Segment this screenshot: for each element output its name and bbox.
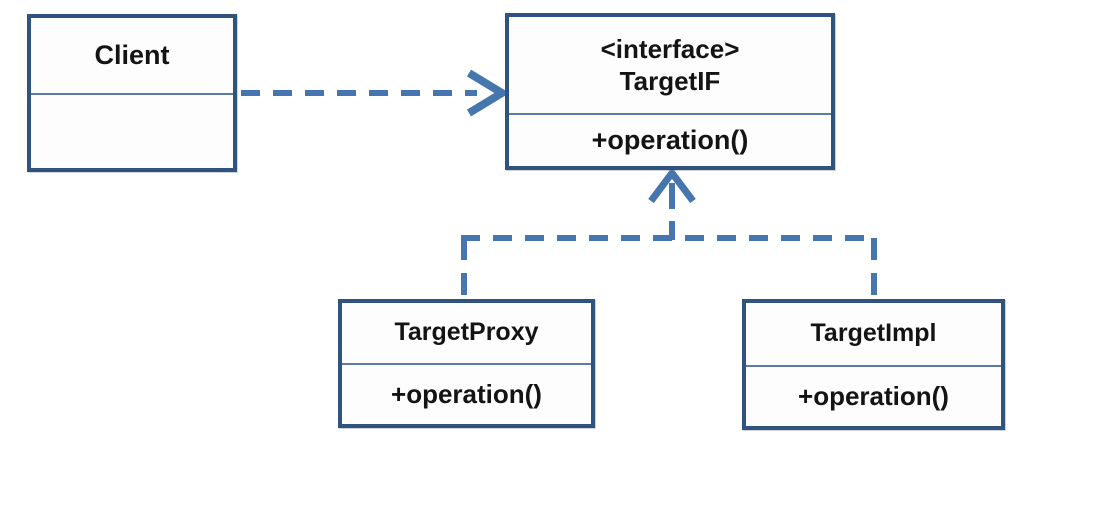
client-class-title: Client xyxy=(31,18,233,95)
dependency-arrowhead-icon xyxy=(466,69,510,117)
class-box-client: Client xyxy=(27,14,237,172)
targetimpl-class-title: TargetImpl xyxy=(746,303,1001,367)
class-box-targetimpl: TargetImpl +operation() xyxy=(742,299,1005,430)
class-box-targetproxy: TargetProxy +operation() xyxy=(338,299,595,428)
targetif-class-title: <interface> TargetIF xyxy=(509,17,831,115)
client-class-body-empty xyxy=(31,95,233,168)
class-box-targetif: <interface> TargetIF +operation() xyxy=(505,13,835,170)
targetif-name-label: TargetIF xyxy=(619,66,721,96)
targetproxy-class-title: TargetProxy xyxy=(342,303,591,365)
realization-arrowhead-icon xyxy=(648,167,696,204)
targetif-stereotype-label: <interface> xyxy=(600,33,740,64)
targetimpl-method-label: +operation() xyxy=(798,381,949,411)
targetif-method-label: +operation() xyxy=(591,125,749,155)
targetproxy-method-label: +operation() xyxy=(391,379,542,409)
